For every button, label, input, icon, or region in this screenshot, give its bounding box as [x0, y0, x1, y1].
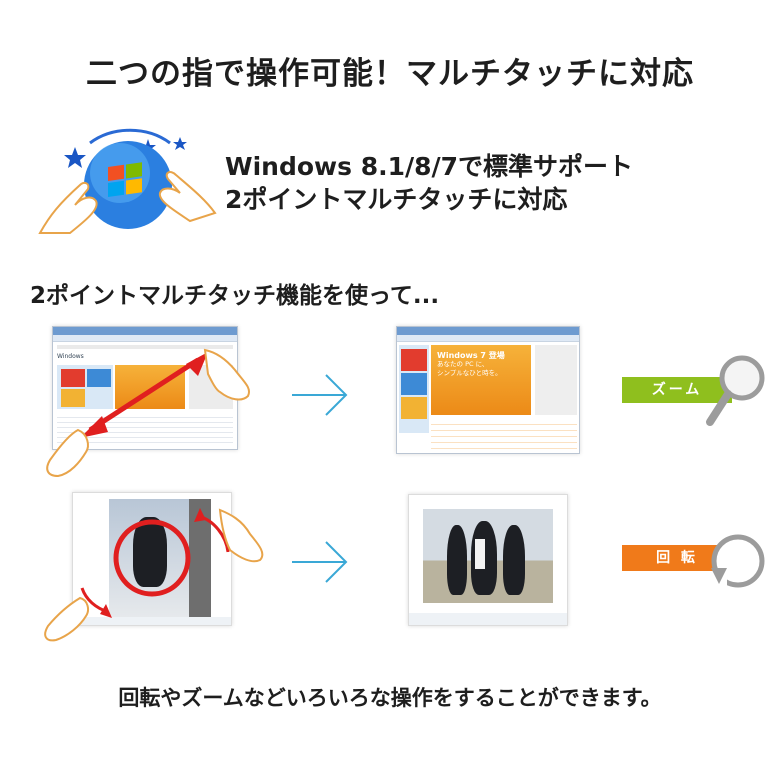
- support-text: Windows 8.1/8/7で標準サポート 2ポイントマルチタッチに対応: [225, 150, 633, 216]
- zoom-after-banner-line-3: シンプルなひと時を。: [437, 369, 502, 377]
- support-line-1: Windows 8.1/8/7で標準サポート: [225, 152, 634, 181]
- zoom-after-screenshot: Windows 7 登場 あなたの PC に、 シンプルなひと時を。: [396, 326, 580, 454]
- footer-text: 回転やズームなどいろいろな操作をすることができます。: [118, 686, 662, 710]
- zoom-label: ズーム: [651, 382, 703, 398]
- rotate-icon: [707, 534, 765, 592]
- zoom-after-banner-line-2: あなたの PC に、: [437, 360, 489, 368]
- rotate-after-screenshot: [408, 494, 568, 626]
- support-line-2: 2ポイントマルチタッチに対応: [225, 185, 568, 214]
- rotate-label: 回 転: [656, 550, 698, 566]
- zoom-after-banner-line-1: Windows 7 登場: [437, 351, 505, 360]
- zoom-before-banner-text: Windows: [57, 353, 84, 360]
- pinch-gesture-icon: [46, 348, 250, 478]
- arrow-right-icon: [292, 374, 348, 416]
- zoom-before-screenshot: Windows: [52, 326, 238, 450]
- windows-globe-icon: [38, 128, 217, 234]
- rotate-before-screenshot: [72, 492, 232, 626]
- zoom-badge: ズーム: [622, 377, 732, 403]
- section-heading: 2ポイントマルチタッチ機能を使って...: [30, 283, 440, 309]
- rotate-gesture-icon: [44, 508, 264, 642]
- magnifier-icon: [706, 355, 765, 426]
- page-title: 二つの指で操作可能！マルチタッチに対応: [86, 56, 694, 92]
- arrow-right-icon: [292, 541, 348, 583]
